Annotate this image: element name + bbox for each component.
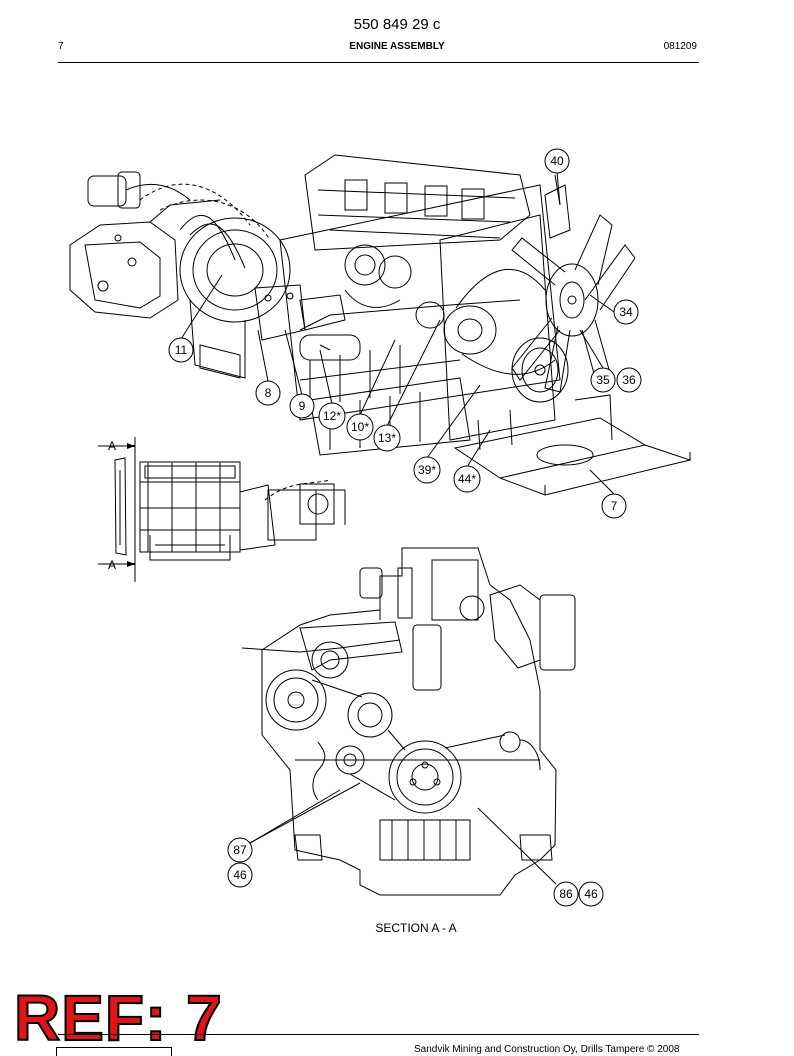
svg-text:13*: 13* — [378, 431, 396, 445]
section-mark-lower: A — [108, 558, 116, 572]
svg-text:11: 11 — [175, 343, 188, 357]
callout-40: 40 — [544, 148, 570, 174]
header-rule — [58, 62, 699, 63]
callout-10: 10* — [346, 413, 374, 441]
side-elevation-view — [98, 437, 346, 582]
leader-lines — [180, 171, 615, 885]
svg-text:7: 7 — [611, 499, 618, 513]
page-title: ENGINE ASSEMBLY — [349, 41, 445, 52]
callout-35: 35 — [590, 367, 616, 393]
isometric-engine-view — [69, 154, 692, 496]
callout-46-left: 46 — [227, 862, 253, 888]
document-number: 550 849 29 c — [353, 16, 441, 33]
callout-34: 34 — [613, 299, 639, 325]
svg-text:8: 8 — [265, 386, 272, 400]
footer-rule — [58, 1034, 699, 1035]
callout-8: 8 — [255, 380, 281, 406]
svg-text:39*: 39* — [418, 463, 436, 477]
callout-44: 44* — [453, 465, 481, 493]
callout-9: 9 — [289, 393, 315, 419]
section-mark-upper: A — [108, 439, 116, 453]
svg-text:9: 9 — [299, 399, 306, 413]
callout-86: 86 — [553, 881, 579, 907]
sandvik-logo — [56, 1047, 172, 1056]
copyright-footer: Sandvik Mining and Construction Oy, Dril… — [414, 1044, 680, 1055]
svg-text:87: 87 — [233, 843, 247, 857]
section-arrow-upper — [127, 443, 135, 449]
svg-text:40: 40 — [550, 154, 564, 168]
callout-39: 39* — [413, 456, 441, 484]
svg-text:86: 86 — [559, 887, 573, 901]
svg-text:35: 35 — [596, 373, 610, 387]
svg-text:34: 34 — [619, 305, 633, 319]
ref-stamp: REF: 7 — [13, 982, 223, 1054]
section-caption: SECTION A - A — [375, 921, 457, 935]
svg-text:44*: 44* — [458, 472, 476, 486]
svg-text:36: 36 — [622, 373, 636, 387]
callout-46-right: 46 — [578, 881, 604, 907]
callout-13: 13* — [373, 424, 401, 452]
svg-text:46: 46 — [584, 887, 598, 901]
section-aa-view — [241, 547, 576, 896]
svg-text:10*: 10* — [351, 420, 369, 434]
svg-text:12*: 12* — [323, 409, 341, 423]
callout-87: 87 — [227, 837, 253, 863]
callout-7: 7 — [601, 493, 627, 519]
page-number: 7 — [58, 41, 64, 52]
callout-11: 11 — [168, 337, 194, 363]
date-code: 081209 — [663, 41, 697, 52]
callout-12: 12* — [318, 402, 346, 430]
callout-36: 36 — [616, 367, 642, 393]
svg-text:46: 46 — [233, 868, 247, 882]
section-arrow-lower — [127, 561, 135, 567]
